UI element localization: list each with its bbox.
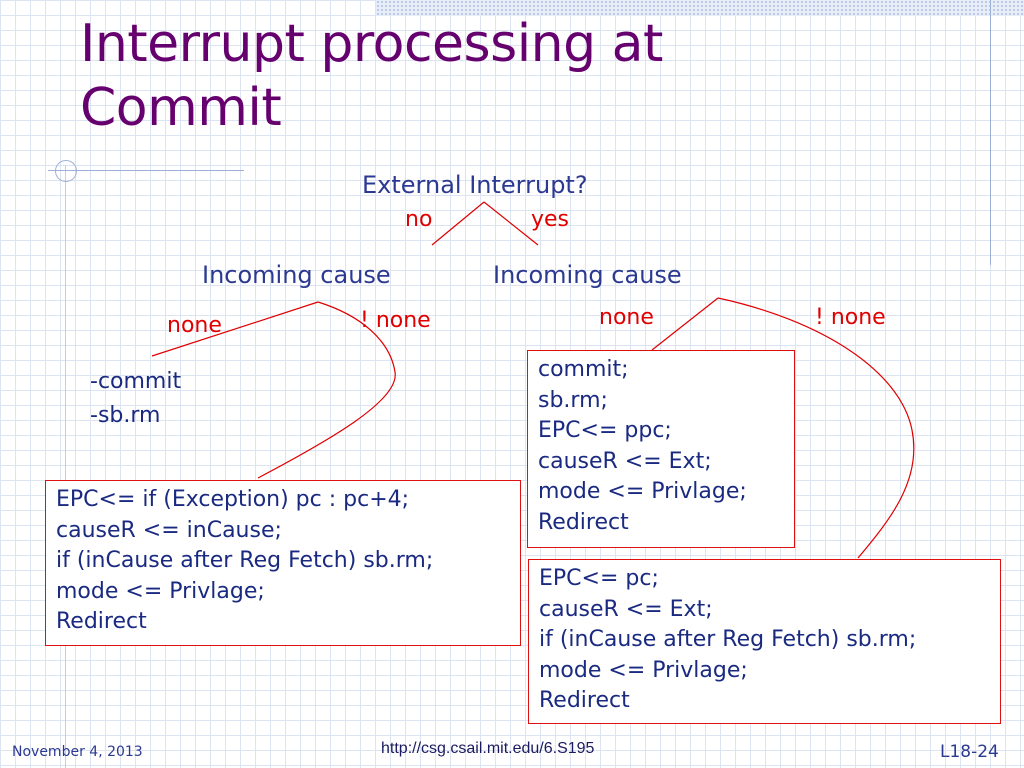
decor-horizontal-line <box>48 170 244 171</box>
box-line: causeR <= Ext; <box>538 448 712 474</box>
box-line: EPC<= pc; <box>539 566 659 591</box>
left-none-action-sbrm: -sb.rm <box>90 403 161 428</box>
connector-root-no <box>431 201 485 246</box>
box-line: commit; <box>538 357 629 382</box>
footer-date: November 4, 2013 <box>12 744 143 760</box>
box-line: causeR <= inCause; <box>56 517 282 543</box>
left-branch-none-label: none <box>167 313 222 338</box>
title-line-1: Interrupt processing at <box>80 14 663 74</box>
box-line: if (inCause after Reg Fetch) sb.rm; <box>539 627 917 652</box>
box-line: Redirect <box>538 509 629 535</box>
box-line: causeR <= Ext; <box>539 596 713 622</box>
left-not-none-box: EPC<= if (Exception) pc : pc+4; causeR <… <box>45 480 521 646</box>
decor-circle-icon <box>55 160 77 182</box>
box-line: Redirect <box>56 609 147 634</box>
box-line: mode <= Privlage; <box>538 479 747 504</box>
box-line: EPC<= ppc; <box>538 418 672 443</box>
left-branch-not-none-label: ! none <box>360 308 431 333</box>
title-line-2: Commit <box>80 78 282 138</box>
box-line: mode <= Privlage; <box>56 578 265 604</box>
right-branch-none-label: none <box>599 305 654 330</box>
box-line: Redirect <box>539 688 630 713</box>
connector-right-none <box>651 297 719 351</box>
branch-no-label: no <box>405 207 433 232</box>
box-line: EPC<= if (Exception) pc : pc+4; <box>56 487 410 512</box>
header-dot-band <box>376 0 1024 16</box>
slide-title: Interrupt processing at Commit <box>80 12 663 140</box>
right-none-box: commit; sb.rm; EPC<= ppc; causeR <= Ext;… <box>527 350 795 548</box>
footer-slide-number: L18-24 <box>940 742 999 762</box>
left-node-label: Incoming cause <box>202 261 391 289</box>
box-line: mode <= Privlage; <box>539 657 748 683</box>
decor-left-line <box>65 165 66 768</box>
left-none-action-commit: -commit <box>90 369 182 394</box>
footer-url[interactable]: http://csg.csail.mit.edu/6.S195 <box>381 740 595 757</box>
root-question: External Interrupt? <box>362 171 588 199</box>
box-line: sb.rm; <box>538 387 608 413</box>
right-node-label: Incoming cause <box>493 261 682 289</box>
connector-root-yes <box>483 201 539 246</box>
branch-yes-label: yes <box>531 207 570 232</box>
box-line: if (inCause after Reg Fetch) sb.rm; <box>56 548 434 573</box>
right-not-none-box: EPC<= pc; causeR <= Ext; if (inCause aft… <box>528 559 1001 724</box>
decor-right-line <box>990 0 991 265</box>
right-branch-not-none-label: ! none <box>815 305 886 330</box>
